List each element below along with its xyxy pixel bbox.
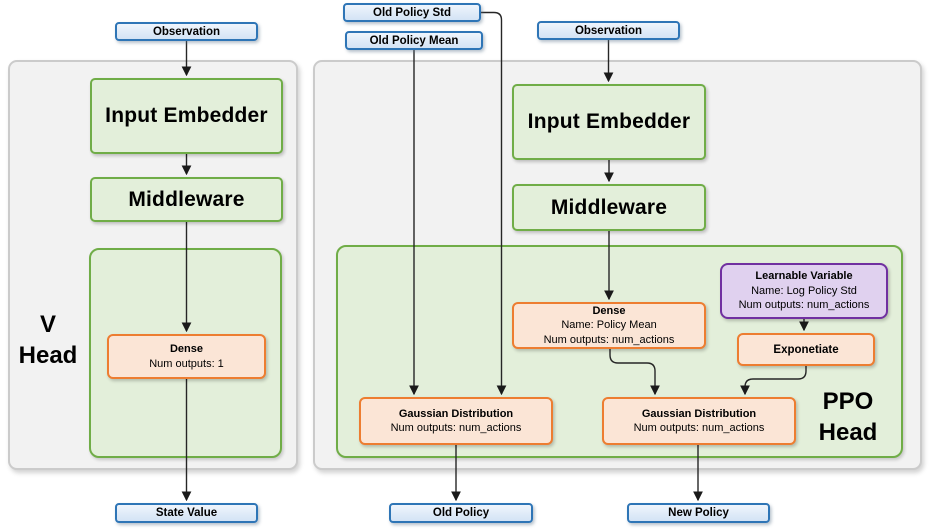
dense-policy-mean-num-outputs: Num outputs: num_actions bbox=[543, 333, 675, 346]
learnable-variable-num-outputs: Num outputs: num_actions bbox=[738, 299, 870, 312]
v-head-label: V Head bbox=[10, 309, 86, 373]
input-embedder-ppo: Input Embedder bbox=[512, 84, 706, 160]
gaussian-new-num-outputs: Num outputs: num_actions bbox=[633, 422, 765, 434]
exponetiate-op: Exponetiate bbox=[737, 333, 875, 366]
ppo-head-label: PPO Head bbox=[805, 386, 891, 454]
observation-input-v: Observation bbox=[115, 22, 258, 41]
dense-v-title: Dense bbox=[169, 343, 204, 355]
gaussian-distribution-new: Gaussian Distribution Num outputs: num_a… bbox=[602, 397, 796, 445]
gaussian-distribution-old: Gaussian Distribution Num outputs: num_a… bbox=[359, 397, 553, 445]
input-embedder-v: Input Embedder bbox=[90, 78, 283, 154]
dense-policy-mean: Dense Name: Policy Mean Num outputs: num… bbox=[512, 302, 706, 349]
middleware-v: Middleware bbox=[90, 177, 283, 222]
new-policy-output: New Policy bbox=[627, 503, 770, 523]
learnable-variable: Learnable Variable Name: Log Policy Std … bbox=[720, 263, 888, 319]
old-policy-mean-input: Old Policy Mean bbox=[345, 31, 483, 50]
ppo-head-label-line2: Head bbox=[818, 419, 878, 446]
gaussian-old-title: Gaussian Distribution bbox=[398, 407, 514, 420]
learnable-variable-name: Name: Log Policy Std bbox=[751, 284, 857, 297]
state-value-output: State Value bbox=[115, 503, 258, 523]
gaussian-new-title: Gaussian Distribution bbox=[641, 407, 757, 420]
observation-input-ppo: Observation bbox=[537, 21, 680, 40]
v-head-label-line1: V bbox=[39, 311, 56, 338]
dense-v: Dense Num outputs: 1 bbox=[107, 334, 266, 379]
dense-policy-mean-title: Dense bbox=[592, 304, 626, 317]
old-policy-output: Old Policy bbox=[389, 503, 533, 523]
middleware-ppo: Middleware bbox=[512, 184, 706, 231]
ppo-head-label-line1: PPO bbox=[822, 388, 874, 415]
old-policy-std-input: Old Policy Std bbox=[343, 3, 481, 22]
gaussian-old-num-outputs: Num outputs: num_actions bbox=[390, 422, 522, 434]
learnable-variable-title: Learnable Variable bbox=[755, 270, 853, 283]
dense-policy-mean-name: Name: Policy Mean bbox=[561, 319, 657, 332]
v-head-label-line2: Head bbox=[18, 342, 78, 369]
dense-v-num-outputs: Num outputs: 1 bbox=[149, 357, 224, 370]
